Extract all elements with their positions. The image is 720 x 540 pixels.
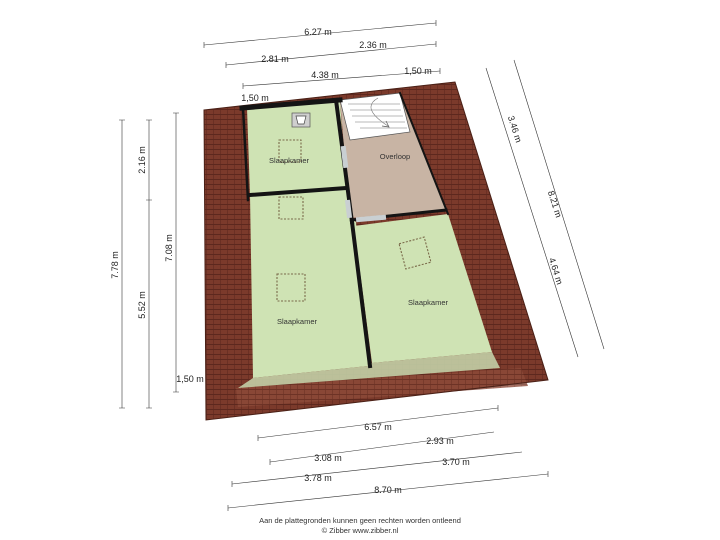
bedroom-3-floor (354, 214, 492, 363)
dim-left-total: 7.78 m (110, 251, 120, 279)
dim-top-left: 2.81 m (261, 54, 289, 64)
window-landing (340, 145, 349, 169)
dim-top-corner: 1,50 m (404, 66, 432, 76)
dim-bottom-outer-left: 3.78 m (304, 473, 332, 483)
interior (238, 93, 500, 388)
room-label-bedroom-2: Slaapkamer (277, 317, 318, 326)
dim-bottom-left: 3.08 m (314, 453, 342, 463)
dim-right-lower: 4.64 m (547, 256, 565, 285)
staircase (339, 92, 411, 141)
window-landing-lower (344, 199, 353, 219)
dim-top-inner: 4.38 m (311, 70, 339, 80)
room-label-bedroom-1: Slaapkamer (269, 156, 310, 165)
skylights (276, 139, 432, 302)
footer-disclaimer: Aan de plattegronden kunnen geen rechten… (259, 516, 461, 525)
dim-left-lower: 5.52 m (137, 291, 147, 319)
bedroom-2-floor (250, 188, 368, 378)
skylight-2 (278, 196, 304, 220)
dim-bottom-total: 8.70 m (374, 485, 402, 495)
dim-left-upper: 2.16 m (137, 146, 147, 174)
room-label-landing: Overloop (380, 152, 410, 161)
dim-left-bottom-corner: 1,50 m (176, 374, 204, 384)
dim-top-right: 2.36 m (359, 40, 387, 50)
room-label-bedroom-3: Slaapkamer (408, 298, 449, 307)
skylight-4 (398, 236, 432, 270)
bedroom-1-floor (247, 100, 346, 195)
dim-bottom-inner: 6.57 m (364, 422, 392, 432)
sink-icon (291, 112, 311, 128)
footer-copyright: © Zibber www.zibber.nl (321, 526, 399, 535)
dimension-lines (119, 20, 605, 511)
lower-floor-strip (238, 352, 500, 388)
skylight-3 (276, 273, 306, 302)
dim-left-inner: 7.08 m (164, 234, 174, 262)
dim-top-total: 6.27 m (304, 27, 332, 37)
dim-bottom-right: 2.93 m (426, 436, 454, 446)
dim-left-corner: 1,50 m (241, 93, 269, 103)
dim-bottom-outer-right: 3.70 m (442, 457, 470, 467)
windows (340, 145, 387, 223)
dim-right-total: 8.21 m (546, 189, 564, 218)
window-bedroom-3 (355, 214, 387, 223)
skylight-1 (278, 139, 302, 163)
